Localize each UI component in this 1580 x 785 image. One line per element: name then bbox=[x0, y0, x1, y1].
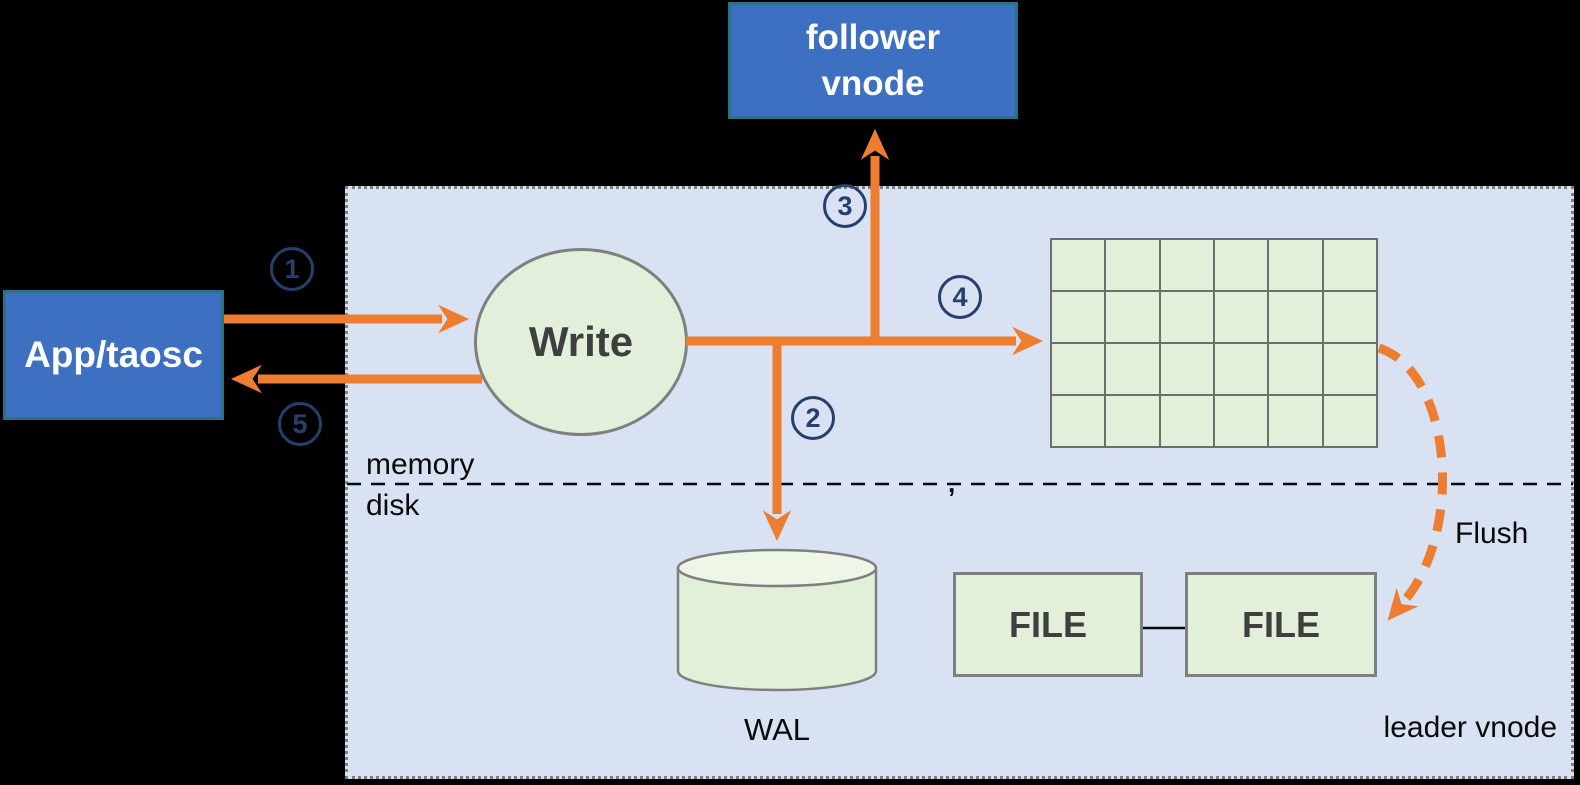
step-badge-4: 4 bbox=[938, 275, 982, 319]
grid-cell bbox=[1214, 344, 1268, 394]
disk-zone-label: disk bbox=[366, 489, 420, 522]
follower-vnode-node: follower vnode bbox=[728, 2, 1018, 119]
grid-cell bbox=[1160, 292, 1213, 342]
grid-cell bbox=[1052, 344, 1105, 394]
file-2-label: FILE bbox=[1242, 603, 1320, 645]
wal-label: WAL bbox=[743, 712, 811, 747]
step-2-number: 2 bbox=[805, 402, 821, 433]
grid-cell bbox=[1160, 396, 1213, 446]
write-label: Write bbox=[528, 318, 634, 365]
app-taosc-node: App/taosc bbox=[3, 290, 224, 420]
grid-cell bbox=[1214, 396, 1268, 446]
grid-cell bbox=[1160, 240, 1213, 290]
grid-cell bbox=[1269, 240, 1322, 290]
memory-table-grid bbox=[1050, 238, 1378, 448]
stray-comma-mark: , bbox=[948, 468, 956, 498]
step-3-number: 3 bbox=[837, 190, 853, 221]
grid-cell bbox=[1323, 240, 1376, 290]
memory-zone-label: memory bbox=[366, 448, 475, 481]
follower-vnode-label-line1: follower bbox=[805, 18, 941, 57]
follower-vnode-label-line2: vnode bbox=[821, 63, 925, 103]
grid-cell bbox=[1052, 292, 1105, 342]
grid-cell bbox=[1269, 292, 1322, 342]
grid-cell bbox=[1052, 240, 1105, 290]
step-4-number: 4 bbox=[952, 281, 968, 312]
grid-cell bbox=[1323, 396, 1376, 446]
grid-cell bbox=[1214, 292, 1268, 342]
step-badge-1: 1 bbox=[270, 247, 314, 291]
grid-cell bbox=[1052, 396, 1105, 446]
grid-cell bbox=[1106, 344, 1159, 394]
grid-cell bbox=[1106, 240, 1159, 290]
step-1-number: 1 bbox=[284, 253, 300, 284]
grid-cell bbox=[1106, 292, 1159, 342]
app-taosc-label: App/taosc bbox=[24, 334, 203, 375]
grid-cell bbox=[1323, 292, 1376, 342]
step-badge-5: 5 bbox=[278, 402, 322, 446]
grid-cell bbox=[1214, 240, 1268, 290]
file-1-label: FILE bbox=[1009, 603, 1087, 645]
grid-cell bbox=[1323, 344, 1376, 394]
grid-cell bbox=[1269, 396, 1322, 446]
grid-cell bbox=[1269, 344, 1322, 394]
step-badge-2: 2 bbox=[791, 396, 835, 440]
write-process-node: Write bbox=[474, 248, 688, 436]
flush-label: Flush bbox=[1455, 517, 1529, 550]
grid-cell bbox=[1160, 344, 1213, 394]
file-node-2: FILE bbox=[1185, 572, 1377, 677]
step-badge-3: 3 bbox=[823, 184, 867, 228]
grid-cell bbox=[1106, 396, 1159, 446]
leader-vnode-label: leader vnode bbox=[1383, 711, 1557, 744]
step-5-number: 5 bbox=[292, 408, 308, 439]
file-node-1: FILE bbox=[953, 572, 1143, 677]
